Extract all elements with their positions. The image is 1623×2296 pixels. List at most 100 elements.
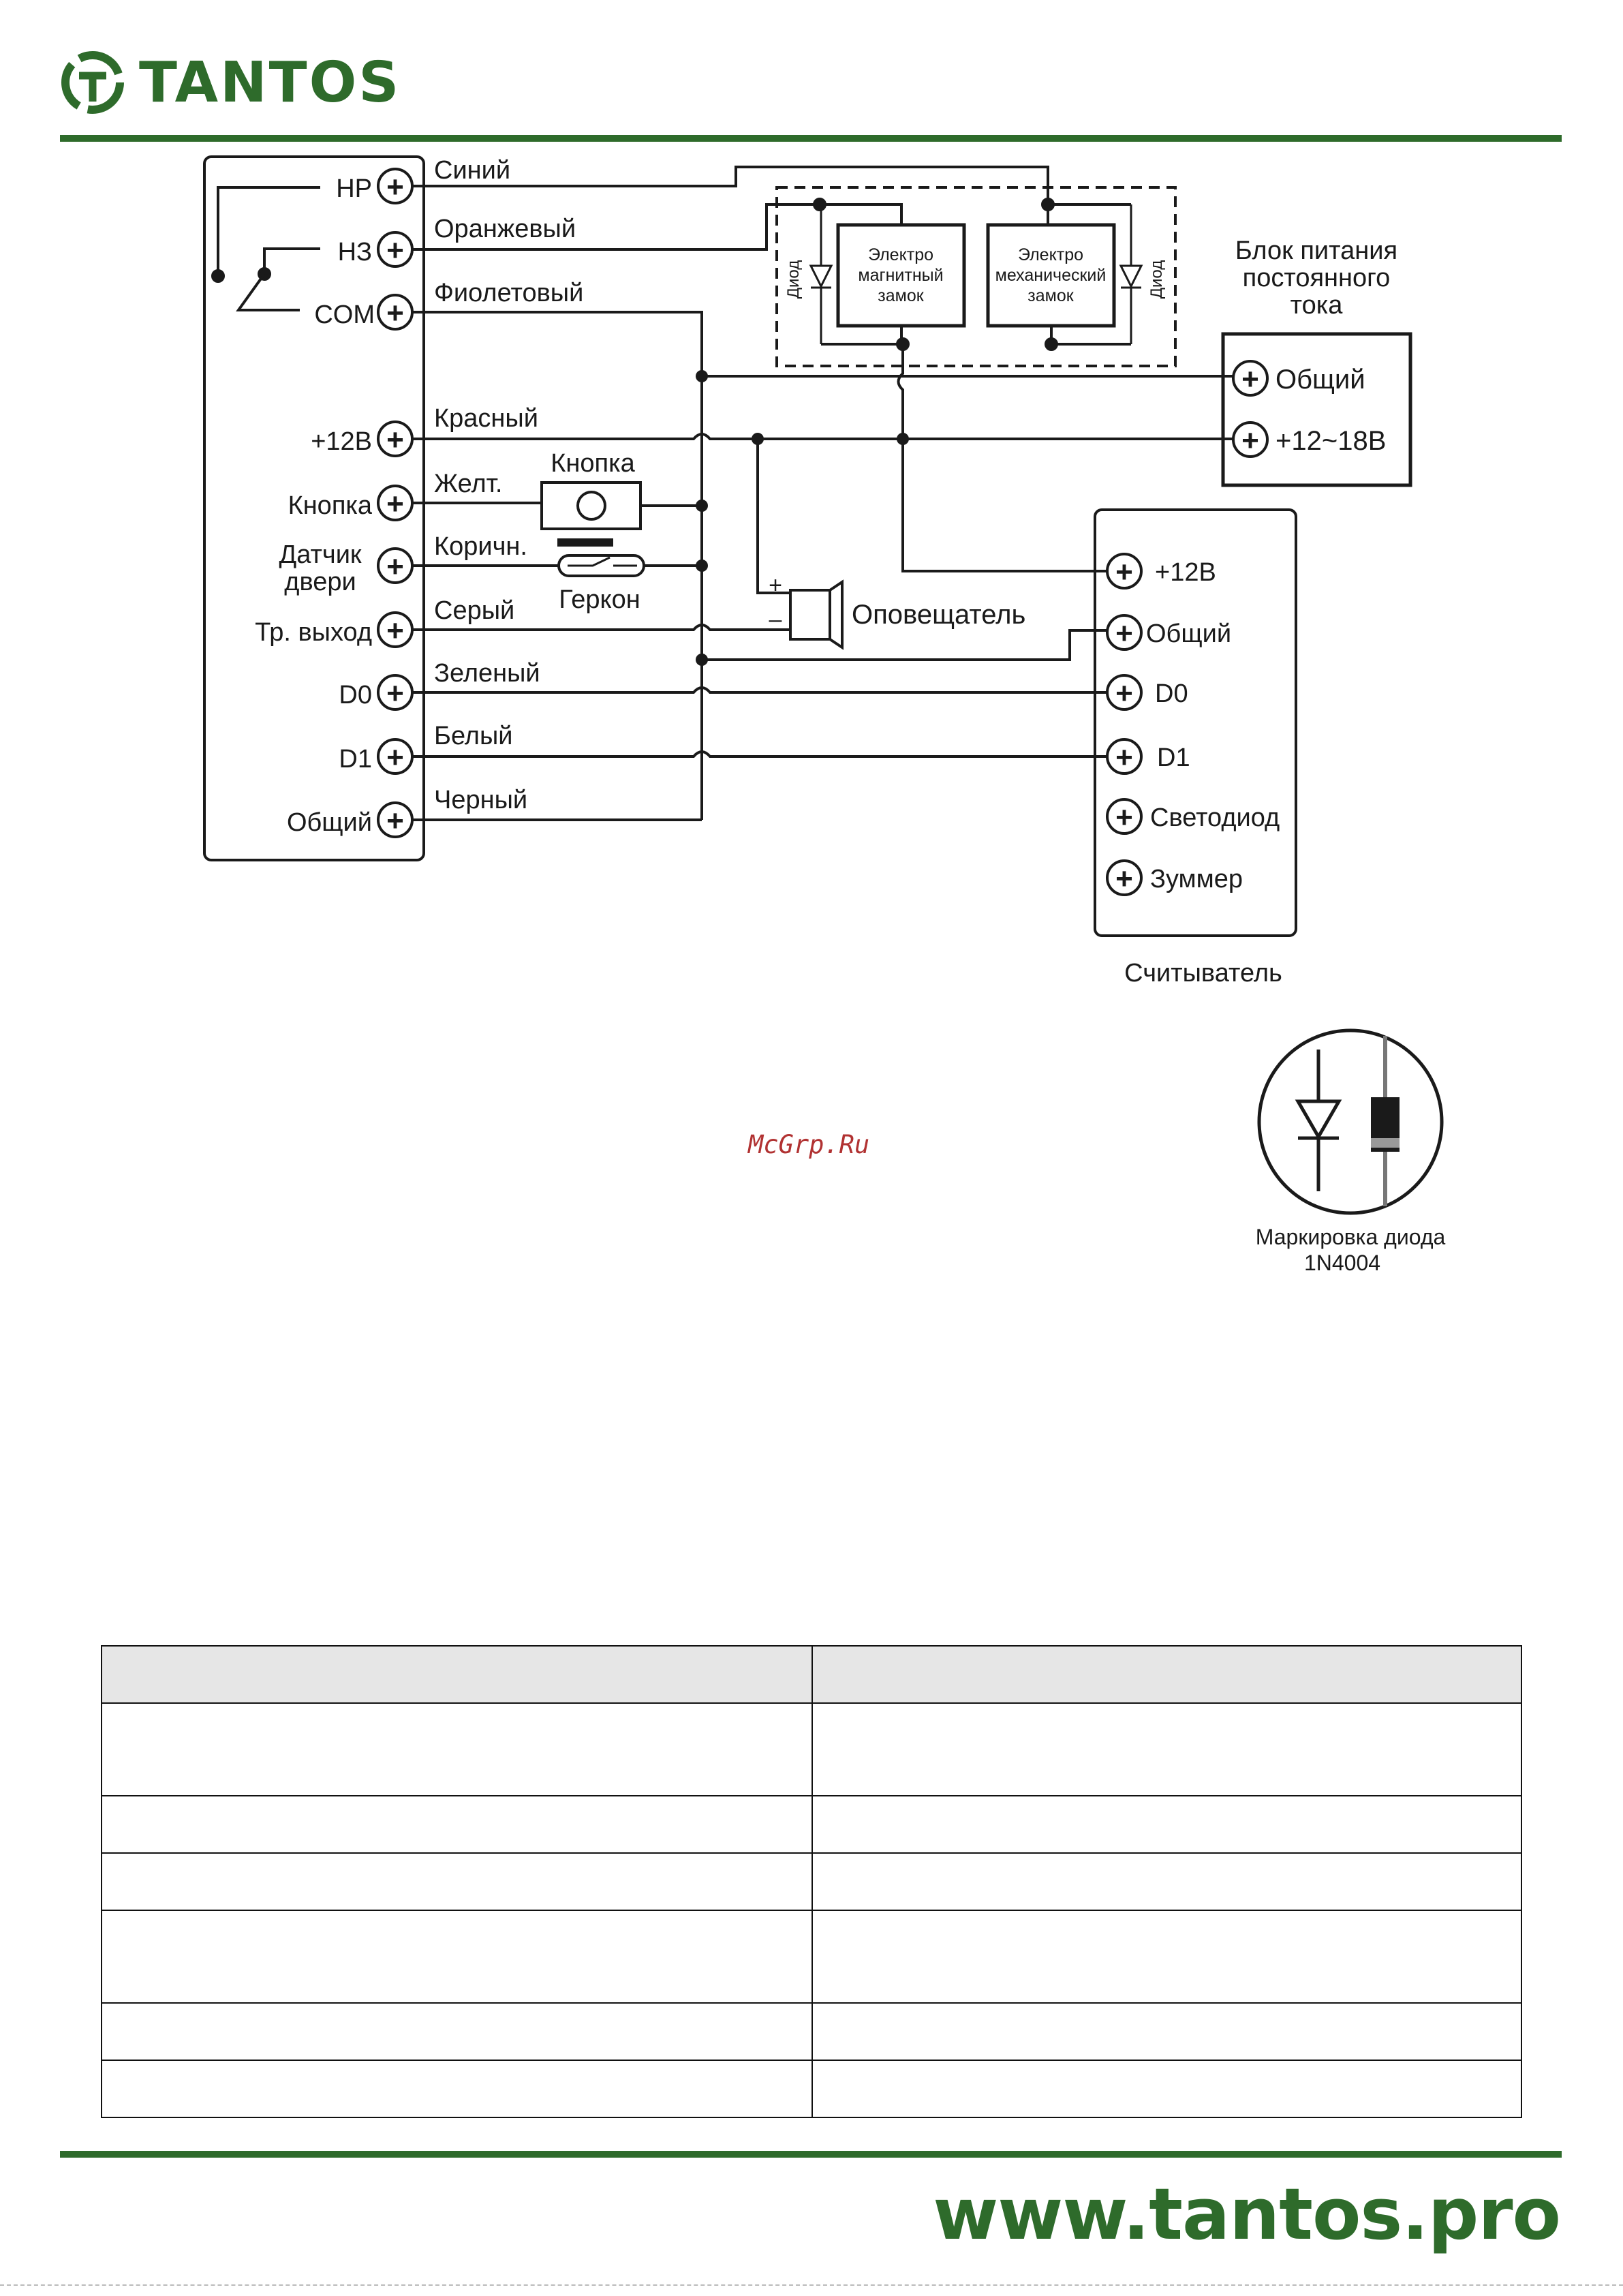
svg-text:постоянного: постоянного (1243, 264, 1391, 292)
diode-left: Диод (784, 204, 833, 344)
wire-label: Синий (434, 156, 510, 185)
lock-wiring (813, 198, 1131, 351)
reader-title: Считыватель (1124, 959, 1282, 988)
terminal-d0: + D0 Зеленый (339, 659, 540, 711)
footer-rule (60, 2151, 1562, 2158)
wires (412, 166, 1233, 821)
exit-button: Кнопка (540, 449, 642, 530)
terminal-label: Тр. выход (255, 618, 372, 647)
wire-label: Серый (434, 596, 514, 625)
wire-label: Черный (434, 786, 527, 814)
svg-text:Диод: Диод (1147, 260, 1166, 299)
page-edge (0, 2284, 1623, 2286)
svg-text:+: + (386, 741, 404, 774)
power-common-label: Общий (1276, 365, 1365, 395)
junctions (696, 370, 909, 666)
brand-name: TANTOS (139, 50, 401, 115)
terminal-label: НЗ (338, 238, 372, 266)
footer-url[interactable]: www.tantos.pro (933, 2173, 1561, 2256)
header-rule (60, 135, 1562, 142)
magnetic-lock: Электро магнитный замок (836, 223, 966, 328)
svg-text:Зуммер: Зуммер (1150, 865, 1243, 893)
svg-text:+: + (386, 550, 404, 583)
svg-text:Электро: Электро (868, 245, 933, 264)
watermark: McGrp.Ru (748, 1130, 870, 1159)
svg-text:+: + (769, 572, 782, 598)
table-row (101, 1910, 1522, 2004)
relay-contacts (211, 186, 320, 311)
table-row (101, 2060, 1522, 2118)
svg-text:+: + (386, 487, 404, 521)
svg-text:+: + (1115, 862, 1133, 896)
svg-text:–: – (769, 607, 782, 632)
svg-text:Блок питания: Блок питания (1235, 236, 1397, 265)
svg-text:+: + (1241, 363, 1259, 396)
terminal-label: Датчик (279, 540, 361, 569)
svg-text:механический: механический (995, 266, 1107, 285)
terminal-d1: + D1 Белый (339, 722, 513, 775)
tantos-logo-icon (61, 51, 124, 114)
svg-text:+: + (1115, 617, 1133, 650)
svg-text:+: + (1115, 555, 1133, 589)
svg-text:+: + (386, 296, 404, 330)
siren-label: Оповещатель (852, 600, 1025, 630)
wire-label: Зеленый (434, 659, 540, 688)
terminal-label: COM (314, 301, 375, 329)
terminal-com: + COM Фиолетовый (314, 279, 583, 331)
spec-table (101, 1645, 1522, 2118)
terminal-common: + Общий Черный (287, 786, 527, 838)
svg-text:Общий: Общий (1146, 619, 1231, 648)
diode-marking: Маркировка диода 1N4004 (1256, 1028, 1446, 1275)
svg-text:+: + (386, 423, 404, 457)
svg-text:магнитный: магнитный (858, 266, 943, 285)
mechanical-lock: Электро механический замок (986, 223, 1116, 328)
svg-text:+: + (1115, 741, 1133, 774)
svg-text:1N4004: 1N4004 (1304, 1251, 1380, 1275)
svg-text:+: + (1115, 677, 1133, 710)
svg-text:Маркировка диода: Маркировка диода (1256, 1225, 1446, 1249)
wiring-diagram: + НР Синий + НЗ Оранжевый + COM Фиолетов… (203, 155, 1446, 1275)
table-row (101, 1795, 1522, 1854)
terminal-label: Кнопка (288, 491, 373, 520)
table-row (101, 1852, 1522, 1911)
svg-text:замок: замок (1027, 286, 1074, 305)
svg-text:Кнопка: Кнопка (551, 449, 635, 478)
svg-text:+: + (386, 614, 404, 647)
terminal-nz: + НЗ Оранжевый (338, 215, 576, 268)
wire-label: Фиолетовый (434, 279, 583, 307)
controller-terminals: + НР Синий + НЗ Оранжевый + COM Фиолетов… (255, 156, 583, 838)
svg-text:+: + (1241, 424, 1259, 457)
terminal-label: +12В (311, 427, 372, 456)
wire-label: Белый (434, 722, 513, 750)
terminal-label: Общий (287, 808, 372, 837)
wire-label: Желт. (434, 470, 502, 498)
lock-enclosure (775, 186, 1177, 367)
terminal-tamper: + Тр. выход Серый (255, 596, 514, 648)
terminal-label: D1 (339, 745, 372, 774)
svg-text:+12В: +12В (1155, 558, 1216, 587)
reader: + +12В + Общий + D0 + D1 + Светодиод + З… (1094, 508, 1297, 988)
table-row (101, 2002, 1522, 2061)
svg-text:+: + (386, 170, 404, 204)
svg-text:Электро: Электро (1018, 245, 1083, 264)
svg-text:+: + (386, 677, 404, 710)
svg-text:замок: замок (878, 286, 924, 305)
terminal-label: D0 (339, 681, 372, 709)
table-row (101, 1702, 1522, 1796)
svg-text:D1: D1 (1157, 744, 1190, 772)
svg-text:+: + (1115, 801, 1133, 834)
power-plus-label: +12~18В (1276, 426, 1386, 456)
terminal-button: + Кнопка Желт. (288, 470, 502, 521)
svg-text:+: + (386, 804, 404, 838)
table-header-row (101, 1645, 1522, 1704)
reed-label: Геркон (559, 585, 640, 614)
svg-text:Светодиод: Светодиод (1150, 803, 1280, 832)
svg-text:+: + (386, 234, 404, 267)
siren: + – Оповещатель (769, 572, 1025, 650)
terminal-label-2: двери (284, 568, 356, 596)
terminal-12v: + +12В Красный (311, 404, 538, 457)
power-supply: Блок питания постоянного тока + Общий + … (1221, 236, 1412, 487)
controller-box (203, 155, 425, 861)
reed-switch (557, 538, 645, 577)
svg-text:D0: D0 (1155, 679, 1188, 708)
